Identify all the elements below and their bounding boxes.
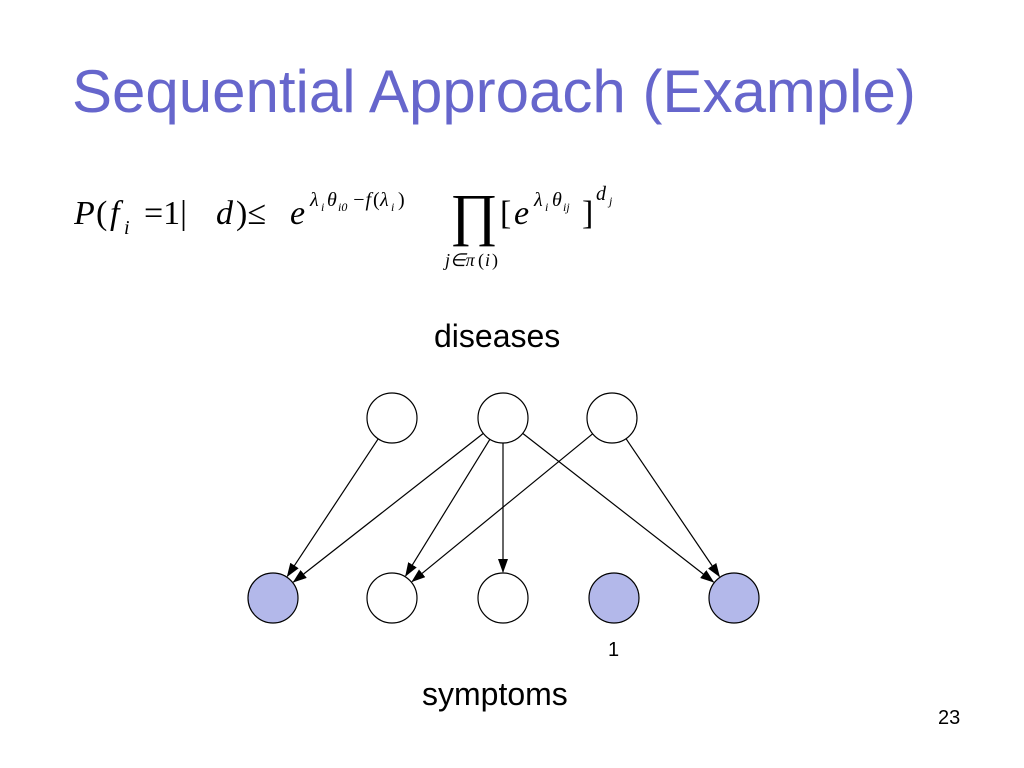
formula-exp2-theta-sub: ij — [563, 200, 570, 214]
formula-bracket-open: [ — [500, 195, 511, 232]
formula-exp1-theta-sub: i0 — [338, 200, 347, 214]
edge-d3-s5 — [625, 438, 720, 578]
formula-eq-one-bar: =1| — [144, 195, 187, 232]
formula-exp1-lambda: λ — [309, 189, 319, 211]
formula-e2: e — [514, 195, 529, 232]
formula-exp1-lambda-sub: i — [321, 200, 324, 214]
symptoms-label: symptoms — [422, 676, 568, 712]
formula-sub-i: i — [124, 217, 130, 239]
slide-title: Sequential Approach (Example) — [72, 58, 916, 125]
edge-d3-s2 — [411, 433, 594, 583]
edges-layer — [286, 432, 720, 583]
formula-bracket-close: ] — [582, 195, 593, 232]
formula-under-j: j∈π — [443, 250, 476, 270]
symptom-node-s4 — [588, 572, 640, 624]
formula-open-paren: ( — [96, 195, 107, 232]
formula: P ( f i =1| d )≤ e λ i θ i0 −f ( λ i ) ∏… — [73, 178, 634, 278]
formula-exp2-theta: θ — [552, 189, 562, 211]
formula-outer-exp-sub: j — [607, 194, 613, 208]
product-symbol: ∏ — [450, 182, 498, 247]
edge-d2-s5 — [522, 432, 715, 583]
symptom-node-s3 — [477, 572, 529, 624]
edge-d2-s1 — [292, 432, 484, 583]
disease-node-d3 — [586, 392, 638, 444]
formula-close-paren-le: )≤ — [236, 195, 266, 232]
edge-d2-s2 — [405, 438, 491, 577]
formula-exp1-theta: θ — [327, 189, 337, 211]
disease-node-d1 — [366, 392, 418, 444]
symptom-node-s5 — [708, 572, 760, 624]
formula-exp1-paren-open: ( — [373, 189, 380, 211]
symptom-node-s2 — [366, 572, 418, 624]
formula-d: d — [216, 195, 234, 232]
formula-exp1-minus-f: −f — [352, 189, 373, 211]
formula-exp2-lambda-sub: i — [545, 200, 548, 214]
formula-outer-exp-d: d — [596, 183, 607, 205]
edge-d1-s1 — [286, 438, 379, 578]
formula-under-i: i — [485, 250, 490, 270]
formula-under-paren-open: ( — [478, 250, 484, 271]
formula-e1: e — [290, 195, 305, 232]
page-number: 23 — [938, 707, 961, 729]
formula-exp2-lambda: λ — [533, 189, 543, 211]
nodes-layer — [247, 392, 760, 624]
disease-node-d2 — [477, 392, 529, 444]
diseases-label: diseases — [434, 318, 561, 354]
symptom-node-s1 — [247, 572, 299, 624]
formula-p: P — [74, 195, 95, 232]
symptom-value-annotation: 1 — [608, 639, 620, 661]
formula-exp1-lambda2: λ — [379, 189, 389, 211]
formula-under-paren-close: ) — [492, 250, 498, 271]
formula-exp1-paren-close: ) — [398, 189, 405, 211]
formula-exp1-lambda2-sub: i — [391, 200, 394, 214]
